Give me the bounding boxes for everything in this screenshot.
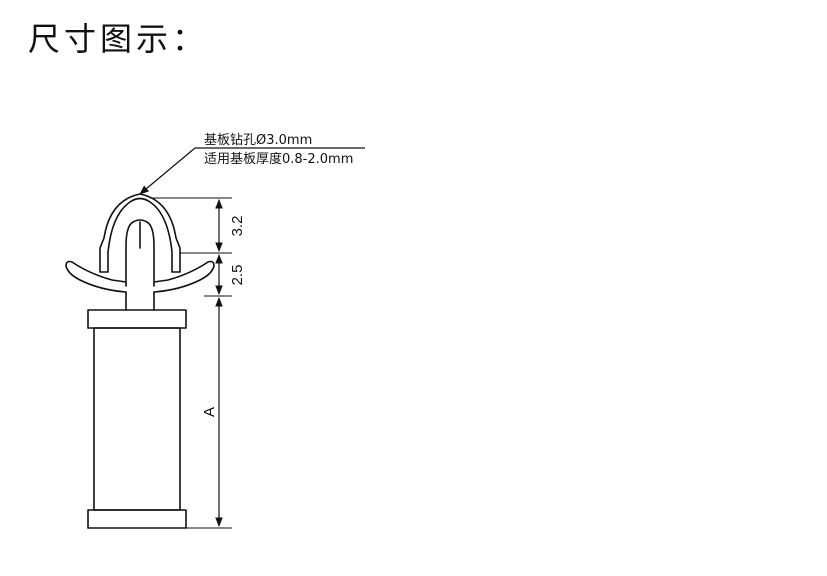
neck <box>125 291 155 311</box>
bottom-flange <box>87 509 187 529</box>
dim-label-top: 3.2 <box>229 216 246 237</box>
spring-wing-left <box>65 260 127 293</box>
body-tube <box>93 327 181 511</box>
dim-label-body: A <box>201 407 218 417</box>
snap-head-slot <box>125 219 155 287</box>
spring-wing-right <box>153 260 215 293</box>
top-flange <box>87 309 187 329</box>
note-line-1: 基板钻孔Ø3.0mm <box>204 133 312 148</box>
dim-label-gap: 2.5 <box>229 265 246 286</box>
note-line-2: 适用基板厚度0.8-2.0mm <box>204 151 353 167</box>
note-leader-line <box>139 147 196 195</box>
page-title: 尺寸图示： <box>28 20 209 58</box>
